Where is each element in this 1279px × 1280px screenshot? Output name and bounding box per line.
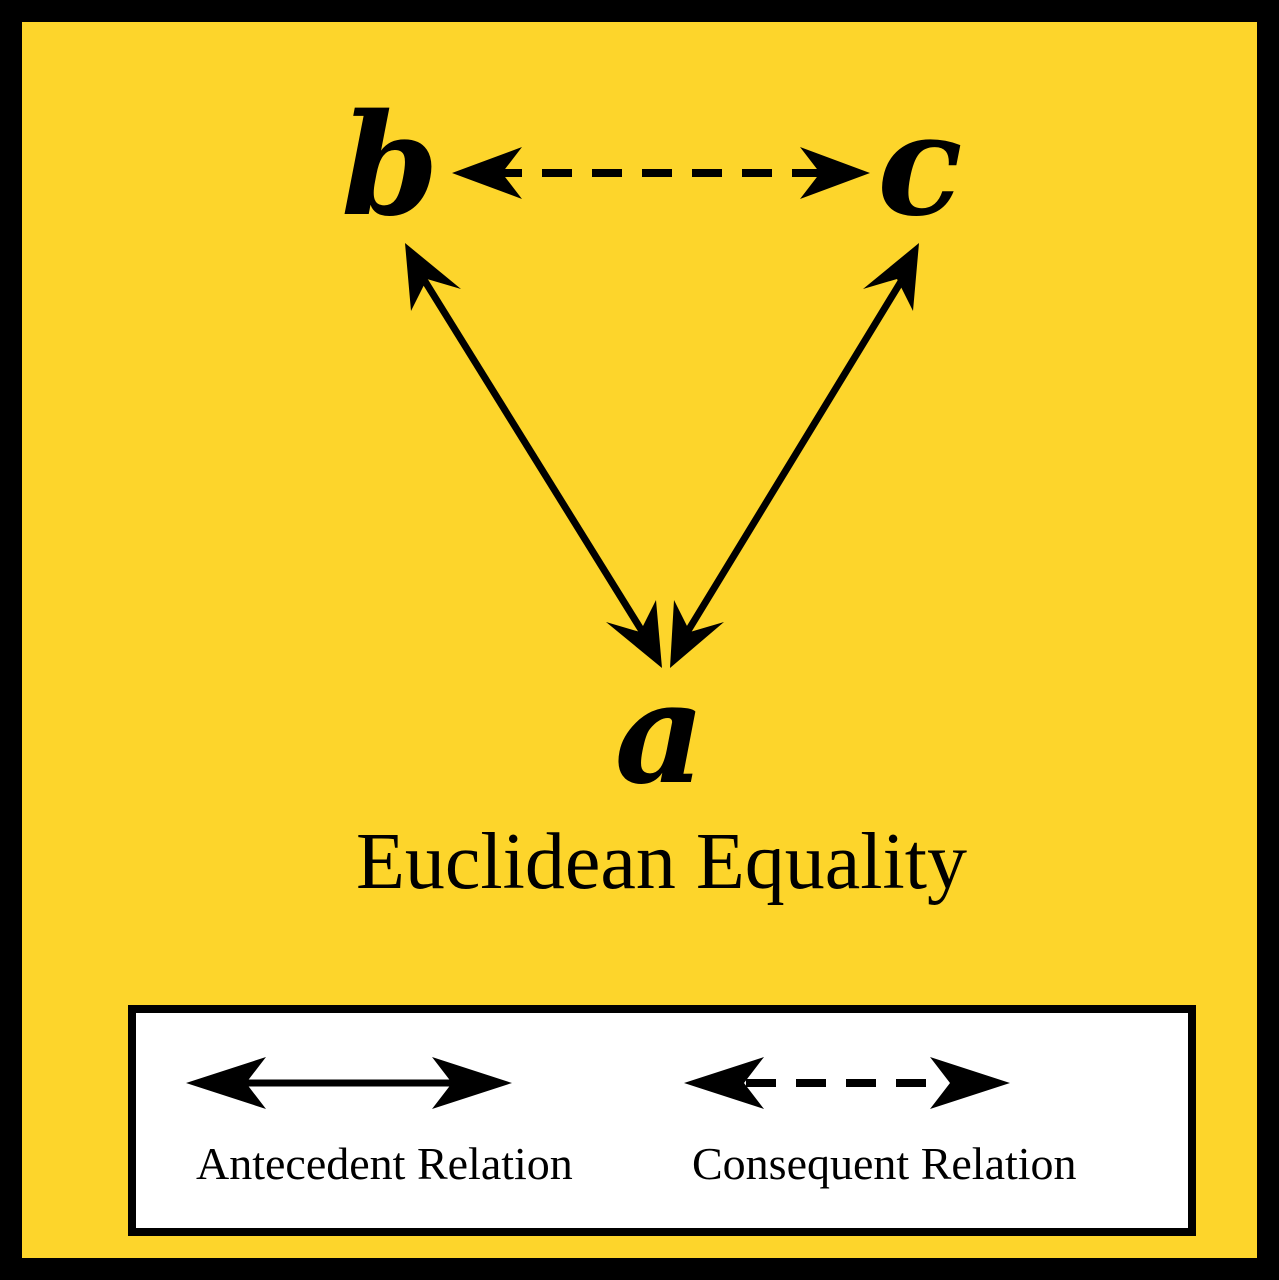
node-b: b [341, 84, 439, 248]
node-c: c [877, 84, 962, 248]
arrowhead-c [800, 147, 870, 199]
relation-diagram: b c a [341, 84, 963, 816]
legend-consequent-arrow [684, 1057, 1010, 1109]
arrowhead-a-right [670, 600, 724, 668]
legend-symbols [186, 1057, 1010, 1109]
arrowhead-b [452, 147, 522, 199]
edge-c-a-antecedent [670, 243, 919, 668]
node-a: a [615, 652, 706, 816]
edge-b-c-consequent [452, 147, 870, 199]
arrowhead-a-left [606, 600, 662, 668]
arrowhead-c-lower [863, 243, 919, 311]
edge-b-a-antecedent [405, 243, 662, 668]
diagram-title: Euclidean Equality [356, 818, 967, 906]
legend-antecedent-arrow [186, 1057, 512, 1109]
legend-consequent-label: Consequent Relation [692, 1138, 1077, 1189]
legend-antecedent-label: Antecedent Relation [196, 1138, 573, 1189]
arrowhead-b-lower [405, 243, 461, 311]
legend-box: Antecedent Relation Consequent Relation [128, 1005, 1196, 1236]
